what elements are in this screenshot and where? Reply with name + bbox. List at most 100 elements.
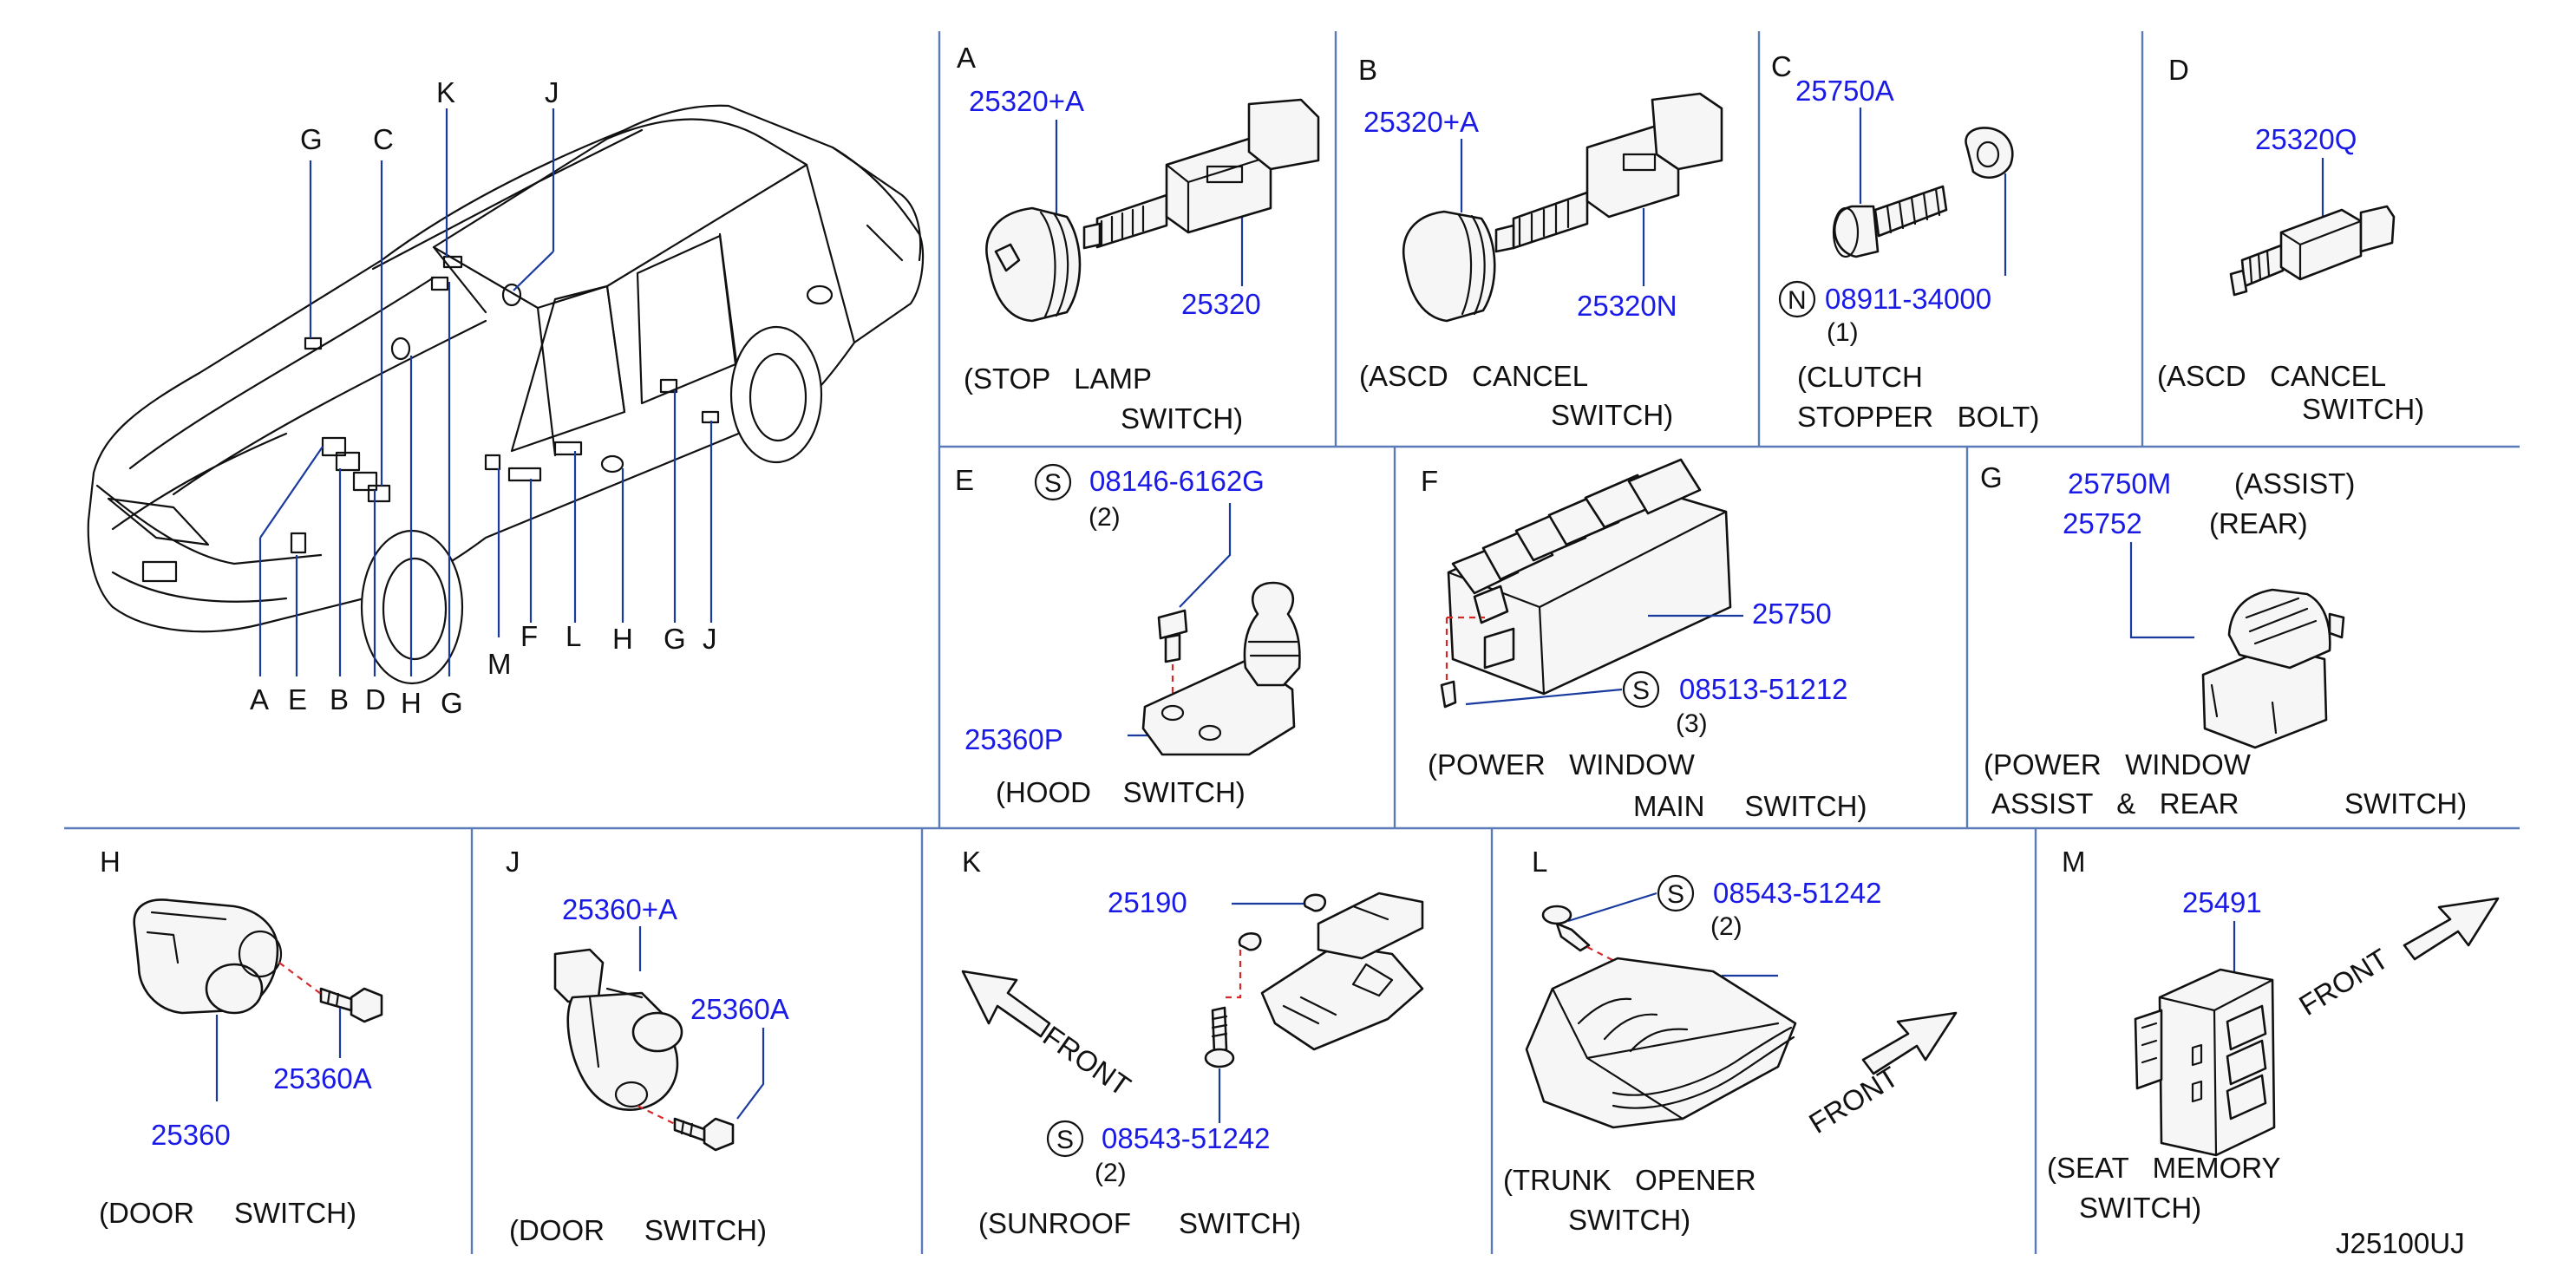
panel-l-caption-1: (TRUNK OPENER	[1503, 1164, 1756, 1196]
car-callout-g-left: G	[441, 687, 463, 719]
car-callout-d: D	[365, 683, 386, 715]
panel-c-caption-1: (CLUTCH	[1797, 361, 1923, 393]
front-label-m: FRONT	[2293, 942, 2394, 1022]
car-callout-l: L	[566, 620, 581, 652]
car-callout-m: M	[487, 648, 512, 680]
panel-k-sunroof-switch: K 25190 S 08543-51242 (2) FRONT (SUNROOF…	[961, 846, 1424, 1239]
panel-l-qty: (2)	[1710, 912, 1742, 941]
part-25750a: 25750A	[1795, 75, 1894, 107]
part-08911-34000: 08911-34000	[1825, 283, 1991, 315]
front-arrow-k: FRONT	[961, 970, 1136, 1102]
panel-l-screw	[1541, 905, 1591, 952]
hood-lines	[111, 276, 487, 531]
panel-h-leaders	[215, 1008, 342, 1101]
panel-f-caption-1: (POWER WINDOW	[1428, 748, 1696, 781]
panel-j-caption: (DOOR SWITCH)	[509, 1214, 767, 1246]
car-callout-letters: G C K J A E B D H G M F L H G J	[250, 76, 717, 719]
car-callout-h-left: H	[401, 687, 422, 719]
seat-memory-switch-drawing	[2134, 968, 2276, 1157]
panel-k-screw	[1204, 1006, 1235, 1068]
car-callout-j-top: J	[545, 76, 559, 108]
panel-a-stop-lamp-switch: A 25320+A 25320 (STOP LAMP SWITCH)	[957, 42, 1320, 434]
part-25320-a-ascd: 25320+A	[1363, 106, 1479, 138]
panel-h-caption: (DOOR SWITCH)	[99, 1197, 356, 1229]
panel-m-letter: M	[2062, 846, 2086, 878]
panel-f-leaders	[1465, 614, 1743, 706]
s-symbol-e-letter: S	[1044, 469, 1062, 498]
panel-f-qty: (3)	[1676, 709, 1708, 738]
panel-d-caption-2: SWITCH)	[2302, 393, 2424, 425]
panel-c-qty: (1)	[1827, 318, 1859, 347]
part-25320: 25320	[1181, 288, 1261, 320]
panel-g-caption-1: (POWER WINDOW	[1984, 748, 2252, 781]
car-callout-c: C	[373, 123, 394, 155]
assist-rear-switch-drawing	[2201, 588, 2345, 749]
panel-a-caption-1: (STOP LAMP	[964, 363, 1152, 395]
panel-b-ascd-cancel-switch: B 25320+A 25320N (ASCD CANCEL SWITCH)	[1358, 54, 1723, 431]
car-callout-g-mid: G	[664, 623, 686, 655]
car-callout-g-top: G	[300, 123, 323, 155]
s-symbol-k	[1046, 1120, 1084, 1158]
panel-c-clutch-stopper-bolt: C 25750A N 08911-34000 (1) (CLUTCH STOPP…	[1771, 50, 2039, 433]
part-25360-h: 25360	[151, 1119, 231, 1151]
panel-g-note-assist: (ASSIST)	[2234, 467, 2355, 500]
part-08543-51242-k: 08543-51242	[1102, 1122, 1271, 1154]
panel-l-caption-2: SWITCH)	[1568, 1204, 1690, 1236]
car-switch-markers	[290, 255, 720, 554]
front-door-window	[510, 284, 626, 453]
front-arrow-m: FRONT	[2293, 897, 2500, 1022]
front-bumper	[95, 484, 323, 603]
clutch-stopper-bolt-drawing	[1832, 127, 2014, 258]
panel-h-door-switch: H 25360A 25360 (DOOR SWITCH)	[99, 846, 383, 1229]
car-callout-lines	[258, 108, 713, 676]
panel-f-letter: F	[1421, 465, 1438, 497]
stop-lamp-switch-drawing	[985, 98, 1320, 323]
car-callout-e: E	[288, 683, 307, 715]
rear-wheel	[729, 325, 823, 464]
sunroof-switch-drawing	[1238, 892, 1424, 1051]
rear-deck	[831, 146, 922, 262]
car-callout-b: B	[330, 683, 349, 715]
panel-j-dash	[637, 1105, 676, 1125]
panel-g-note-rear: (REAR)	[2209, 507, 2308, 539]
panel-f-screw	[1440, 680, 1457, 709]
door-switch-h-drawing	[133, 898, 383, 1023]
panel-m-caption-1: (SEAT MEMORY	[2047, 1152, 2281, 1184]
hood-switch-drawing	[1141, 581, 1301, 756]
panel-a-caption-2: SWITCH)	[1121, 402, 1243, 434]
part-08513-51212: 08513-51212	[1679, 673, 1848, 705]
panel-j-leaders	[638, 926, 765, 1120]
s-symbol-f-letter: S	[1632, 676, 1650, 705]
car-roof	[432, 118, 808, 310]
panel-k-qty: (2)	[1095, 1159, 1127, 1187]
panel-k-dash	[1223, 950, 1242, 999]
s-symbol-e	[1034, 463, 1072, 501]
part-25360a-j: 25360A	[690, 993, 789, 1025]
panel-l-leaders	[1567, 892, 1778, 977]
part-25752: 25752	[2063, 507, 2142, 539]
s-symbol-l-letter: S	[1667, 880, 1684, 909]
car-callout-h-mid: H	[612, 623, 633, 655]
rear-wheel-hub	[749, 352, 807, 442]
car-callout-f: F	[520, 620, 538, 652]
panel-f-power-window-main-switch: F 25750 S 08513-51212 (3) (POWER WINDOW …	[1421, 458, 1867, 822]
panel-d-letter: D	[2168, 54, 2189, 86]
panel-h-letter: H	[100, 846, 121, 878]
part-25360a-h: 25360A	[273, 1062, 372, 1094]
panel-j-letter: J	[506, 846, 520, 878]
s-symbol-l	[1657, 874, 1695, 912]
front-label-k: FRONT	[1037, 1019, 1136, 1101]
panel-b-caption-2: SWITCH)	[1551, 399, 1673, 431]
panel-b-caption-1: (ASCD CANCEL	[1359, 360, 1588, 392]
front-label-l: FRONT	[1803, 1060, 1904, 1140]
panel-grid	[64, 31, 2520, 1254]
panel-l-trunk-opener-switch: L S 08543-51242 (2) FRONT (TRUNK OPENER …	[1503, 846, 1958, 1236]
front-grille	[141, 560, 178, 583]
ascd-cancel-switch-d-drawing	[2229, 205, 2396, 297]
ascd-cancel-switch-drawing	[1402, 92, 1723, 323]
trunk-opener-switch-drawing	[1525, 957, 1797, 1129]
panel-e-qty: (2)	[1089, 503, 1121, 532]
part-25360p: 25360P	[964, 723, 1063, 755]
panel-c-leaders	[1859, 108, 2007, 276]
